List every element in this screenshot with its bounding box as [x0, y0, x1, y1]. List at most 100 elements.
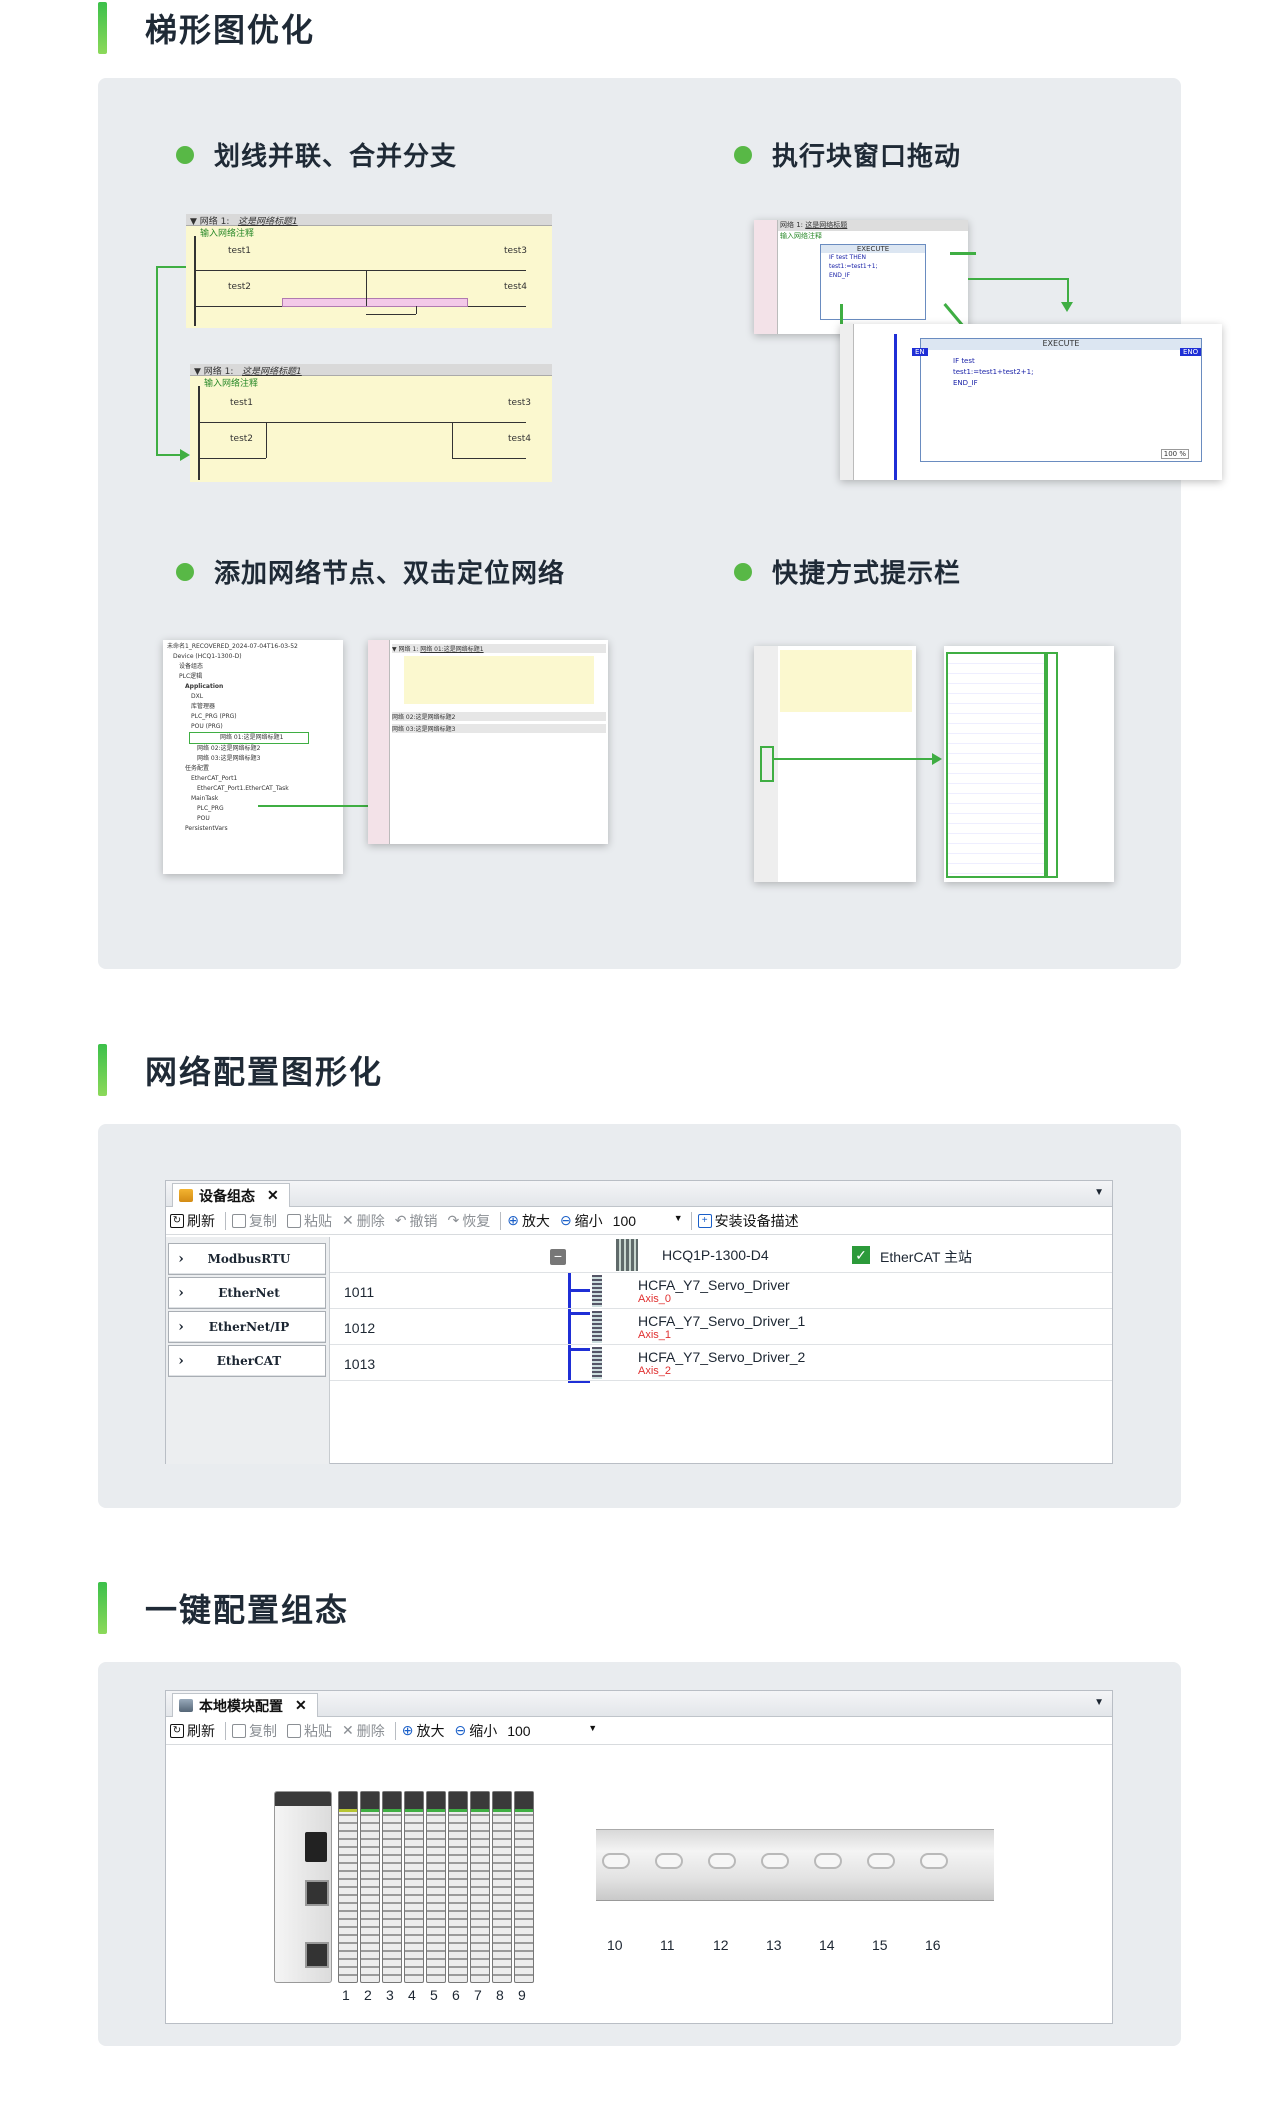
ladder-network-after: ▼ 网络 1: 这是网络标题1 输入网络注释 test1 test2 test3…	[190, 364, 552, 482]
slave-row[interactable]: 1012 HCFA_Y7_Servo_Driver_1 Axis_1	[330, 1309, 1112, 1345]
chevron-down-icon: ▼	[673, 1212, 683, 1223]
servo-icon	[592, 1347, 602, 1379]
slot-number: 16	[925, 1937, 941, 1953]
io-module[interactable]	[360, 1791, 380, 1983]
empty-slot[interactable]	[761, 1853, 789, 1869]
execute-block-small: 网络 1: 这是网络标题 输入网络注释 EXECUTE IF test THEN…	[754, 220, 968, 334]
ladder-network-before: ▼ 网络 1: 这是网络标题1 输入网络注释 test1 test2 test3…	[186, 214, 552, 328]
refresh-button[interactable]: ↻刷新	[170, 1211, 215, 1231]
slot-number: 8	[496, 1987, 504, 2003]
close-icon[interactable]: ✕	[267, 1187, 279, 1203]
install-device-button[interactable]: +安装设备描述	[697, 1211, 799, 1231]
ladder-panel: 划线并联、合并分支 执行块窗口拖动 添加网络节点、双击定位网络 快捷方式提示栏 …	[98, 78, 1222, 969]
empty-slot[interactable]	[920, 1853, 948, 1869]
cpu-module[interactable]	[274, 1791, 332, 1983]
slot-number: 2	[364, 1987, 372, 2003]
feature-shortcut-bar: 快捷方式提示栏	[734, 553, 961, 590]
tab-device-config[interactable]: 设备组态✕	[172, 1183, 290, 1207]
undo-button[interactable]: ↶撤销	[394, 1212, 438, 1229]
paste-icon	[287, 1213, 301, 1228]
io-module[interactable]	[470, 1791, 490, 1983]
local-toolbar: ↻刷新 复制 粘贴 ✕删除 ⊕放大 ⊖缩小 100▼	[166, 1717, 1112, 1745]
redo-button[interactable]: ↷恢复	[447, 1212, 491, 1229]
servo-icon	[592, 1311, 602, 1343]
slot-number: 5	[430, 1987, 438, 2003]
master-row[interactable]: − HCQ1P-1300-D4 ✓ EtherCAT 主站	[330, 1237, 1112, 1273]
copy-button[interactable]: 复制	[232, 1721, 277, 1741]
feature-execute-drag: 执行块窗口拖动	[734, 136, 961, 173]
slot-number: 3	[386, 1987, 394, 2003]
paste-button[interactable]: 粘贴	[287, 1721, 332, 1741]
zoom-in-button[interactable]: ⊕放大	[401, 1722, 445, 1739]
delete-icon: ✕	[342, 1722, 354, 1738]
chevron-down-icon[interactable]: ▼	[1094, 1187, 1104, 1198]
shortcut-editor	[754, 646, 916, 882]
copy-button[interactable]: 复制	[232, 1211, 277, 1231]
refresh-button[interactable]: ↻刷新	[170, 1721, 215, 1741]
tab-local-module[interactable]: 本地模块配置✕	[172, 1693, 318, 1717]
empty-slot[interactable]	[655, 1853, 683, 1869]
servo-icon	[592, 1275, 602, 1307]
category-ethernetip[interactable]: ›EtherNet/IP	[168, 1311, 326, 1343]
section-title-network: 网络配置图形化	[98, 1044, 383, 1096]
io-module[interactable]	[492, 1791, 512, 1983]
chevron-down-icon: ▼	[588, 1722, 598, 1733]
refresh-icon: ↻	[170, 1723, 184, 1738]
empty-slot[interactable]	[867, 1853, 895, 1869]
section-title-ladder: 梯形图优化	[98, 2, 315, 54]
io-module[interactable]	[426, 1791, 446, 1983]
slave-row[interactable]: 1013 HCFA_Y7_Servo_Driver_2 Axis_2	[330, 1345, 1112, 1381]
feature-add-network: 添加网络节点、双击定位网络	[176, 553, 565, 590]
install-icon: +	[697, 1213, 712, 1228]
io-module[interactable]	[338, 1791, 358, 1983]
refresh-icon: ↻	[170, 1213, 184, 1228]
shortcut-toolbox	[944, 646, 1114, 882]
delete-button[interactable]: ✕删除	[342, 1722, 385, 1739]
drag-arrow-right	[950, 252, 976, 255]
branch-arrow	[156, 266, 186, 268]
undo-icon: ↶	[394, 1212, 407, 1228]
zoom-select[interactable]: 100▼	[507, 1722, 598, 1739]
slot-number: 9	[518, 1987, 526, 2003]
empty-slot[interactable]	[814, 1853, 842, 1869]
slot-number: 6	[452, 1987, 460, 2003]
empty-slot[interactable]	[708, 1853, 736, 1869]
execute-block-large: EXECUTE IF test test1:=test1+test2+1; EN…	[840, 324, 1222, 480]
zoom-select[interactable]: 100▼	[612, 1212, 683, 1229]
slave-row[interactable]: 1011 HCFA_Y7_Servo_Driver Axis_0	[330, 1273, 1112, 1309]
master-checkbox[interactable]: ✓	[852, 1246, 870, 1264]
close-icon[interactable]: ✕	[295, 1697, 307, 1713]
zoom-in-button[interactable]: ⊕放大	[507, 1212, 550, 1229]
slot-number: 13	[766, 1937, 782, 1953]
module-icon	[179, 1699, 193, 1712]
copy-icon	[232, 1723, 246, 1738]
empty-slot[interactable]	[602, 1853, 630, 1869]
zoom-out-button[interactable]: ⊖缩小	[454, 1722, 498, 1739]
io-module[interactable]	[448, 1791, 468, 1983]
io-module[interactable]	[514, 1791, 534, 1983]
zoom-out-icon: ⊖	[454, 1722, 467, 1738]
collapse-icon[interactable]: −	[550, 1249, 566, 1265]
zoom-out-button[interactable]: ⊖缩小	[559, 1212, 603, 1229]
zoom-in-icon: ⊕	[401, 1722, 414, 1738]
category-modbusrtu[interactable]: ›ModbusRTU	[168, 1243, 326, 1275]
slot-number: 12	[713, 1937, 729, 1953]
feature-parallel-branch: 划线并联、合并分支	[176, 136, 457, 173]
slot-number: 15	[872, 1937, 888, 1953]
section-title-oneclick: 一键配置组态	[98, 1582, 349, 1634]
io-module[interactable]	[382, 1791, 402, 1983]
paste-button[interactable]: 粘贴	[287, 1211, 332, 1231]
zoom-out-icon: ⊖	[559, 1212, 572, 1228]
chevron-down-icon[interactable]: ▼	[1094, 1697, 1104, 1708]
copy-icon	[232, 1213, 246, 1228]
category-ethercat[interactable]: ›EtherCAT	[168, 1345, 326, 1377]
project-tree: 未命名1_RECOVERED_2024-07-04T16-03-52 Devic…	[163, 640, 343, 874]
io-module[interactable]	[404, 1791, 424, 1983]
network-panel: 设备组态✕ ▼ ↻刷新 复制 粘贴 ✕删除 ↶撤销 ↷恢复 ⊕放大 ⊖缩小 10…	[98, 1124, 1181, 1508]
plc-device-icon	[616, 1239, 638, 1271]
delete-button[interactable]: ✕删除	[342, 1212, 385, 1229]
category-ethernet[interactable]: ›EtherNet	[168, 1277, 326, 1309]
slot-number: 1	[342, 1987, 350, 2003]
